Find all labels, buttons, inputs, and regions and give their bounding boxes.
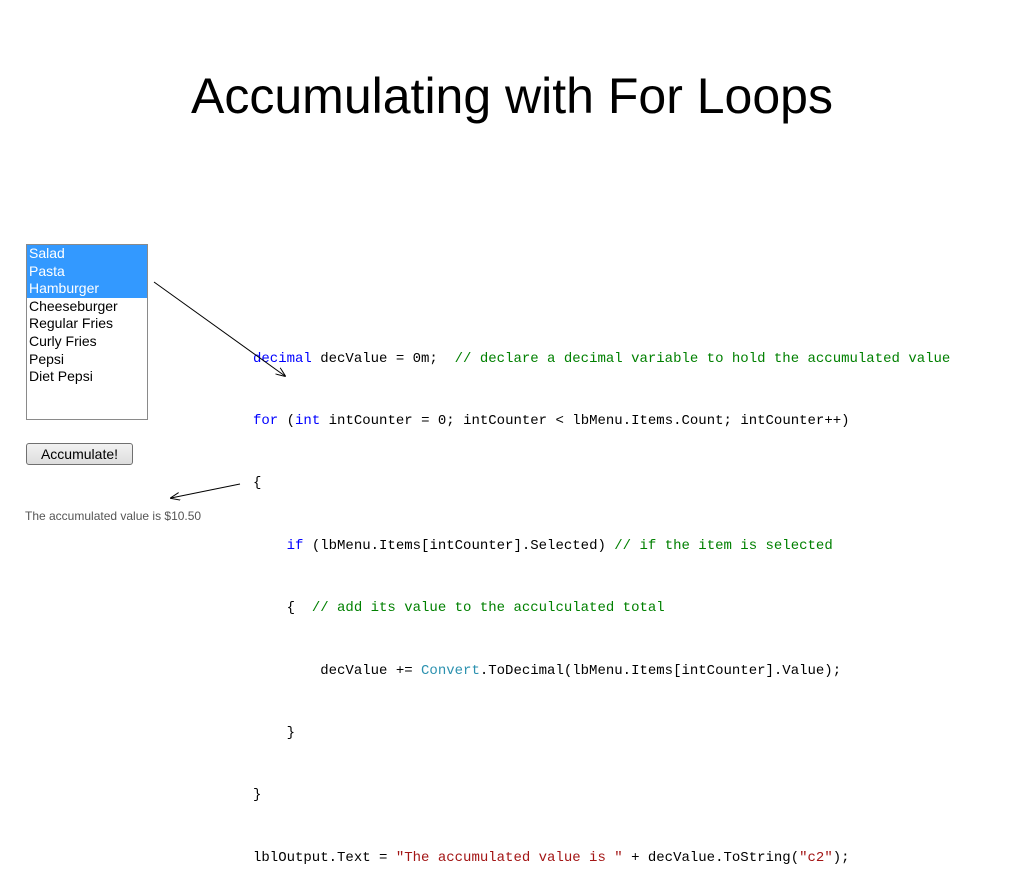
code-line-1: decimal decValue = 0m; // declare a deci… xyxy=(253,349,950,370)
code-text: } xyxy=(253,787,262,804)
code-text: (lbMenu.Items[intCounter].Selected) xyxy=(303,537,615,554)
code-line-5: { // add its value to the acculculated t… xyxy=(253,598,950,619)
code-text: ( xyxy=(278,412,296,429)
listbox-item-pasta[interactable]: Pasta xyxy=(27,262,147,281)
code-keyword: decimal xyxy=(253,350,312,367)
slide-title: Accumulating with For Loops xyxy=(191,68,833,124)
code-text: intCounter = 0; intCounter < lbMenu.Item… xyxy=(320,412,850,429)
code-text: .ToDecimal(lbMenu.Items[intCounter].Valu… xyxy=(479,662,842,679)
code-keyword: if xyxy=(286,537,304,554)
code-text xyxy=(253,538,287,554)
code-line-7: } xyxy=(253,723,950,744)
listbox-item-diet-pepsi[interactable]: Diet Pepsi xyxy=(29,368,93,385)
code-text: } xyxy=(253,724,296,741)
code-text: { xyxy=(253,475,262,492)
code-string: "The accumulated value is " xyxy=(395,849,623,866)
output-label: The accumulated value is $10.50 xyxy=(25,509,202,523)
code-text: { xyxy=(253,600,312,617)
code-text: lblOutput.Text = xyxy=(253,849,396,866)
listbox-item-salad[interactable]: Salad xyxy=(27,245,147,263)
code-to-output-arrow xyxy=(171,483,241,498)
code-comment: // if the item is selected xyxy=(614,537,833,554)
code-text: ); xyxy=(832,849,850,866)
code-line-4: if (lbMenu.Items[intCounter].Selected) /… xyxy=(253,536,950,557)
code-keyword: int xyxy=(295,412,321,429)
code-text: decValue = 0m; xyxy=(311,350,455,367)
listbox-item-cheeseburger[interactable]: Cheeseburger xyxy=(29,297,118,314)
listbox-item-regular-fries[interactable]: Regular Fries xyxy=(29,315,114,332)
code-text: + decValue.ToString( xyxy=(622,849,800,866)
code-comment: // declare a decimal variable to hold th… xyxy=(454,350,951,367)
listbox-item-curly-fries[interactable]: Curly Fries xyxy=(29,332,97,349)
code-line-6: decValue += Convert.ToDecimal(lbMenu.Ite… xyxy=(253,661,950,682)
code-line-8: } xyxy=(253,785,950,806)
code-text: decValue += xyxy=(253,662,422,679)
code-type: Convert xyxy=(421,662,480,679)
menu-listbox[interactable]: Salad Pasta Hamburger Cheeseburger Regul… xyxy=(26,244,148,420)
listbox-item-pepsi[interactable]: Pepsi xyxy=(29,350,65,367)
code-line-2: for (int intCounter = 0; intCounter < lb… xyxy=(253,411,950,432)
listbox-item-hamburger[interactable]: Hamburger xyxy=(27,280,147,298)
code-line-3: { xyxy=(253,473,950,494)
accumulate-button[interactable]: Accumulate! xyxy=(26,443,133,465)
code-block: decimal decValue = 0m; // declare a deci… xyxy=(253,307,950,889)
code-line-9: lblOutput.Text = "The accumulated value … xyxy=(253,848,950,869)
code-string: "c2" xyxy=(799,849,833,866)
code-comment: // add its value to the acculculated tot… xyxy=(311,600,665,617)
code-keyword: for xyxy=(253,412,279,429)
